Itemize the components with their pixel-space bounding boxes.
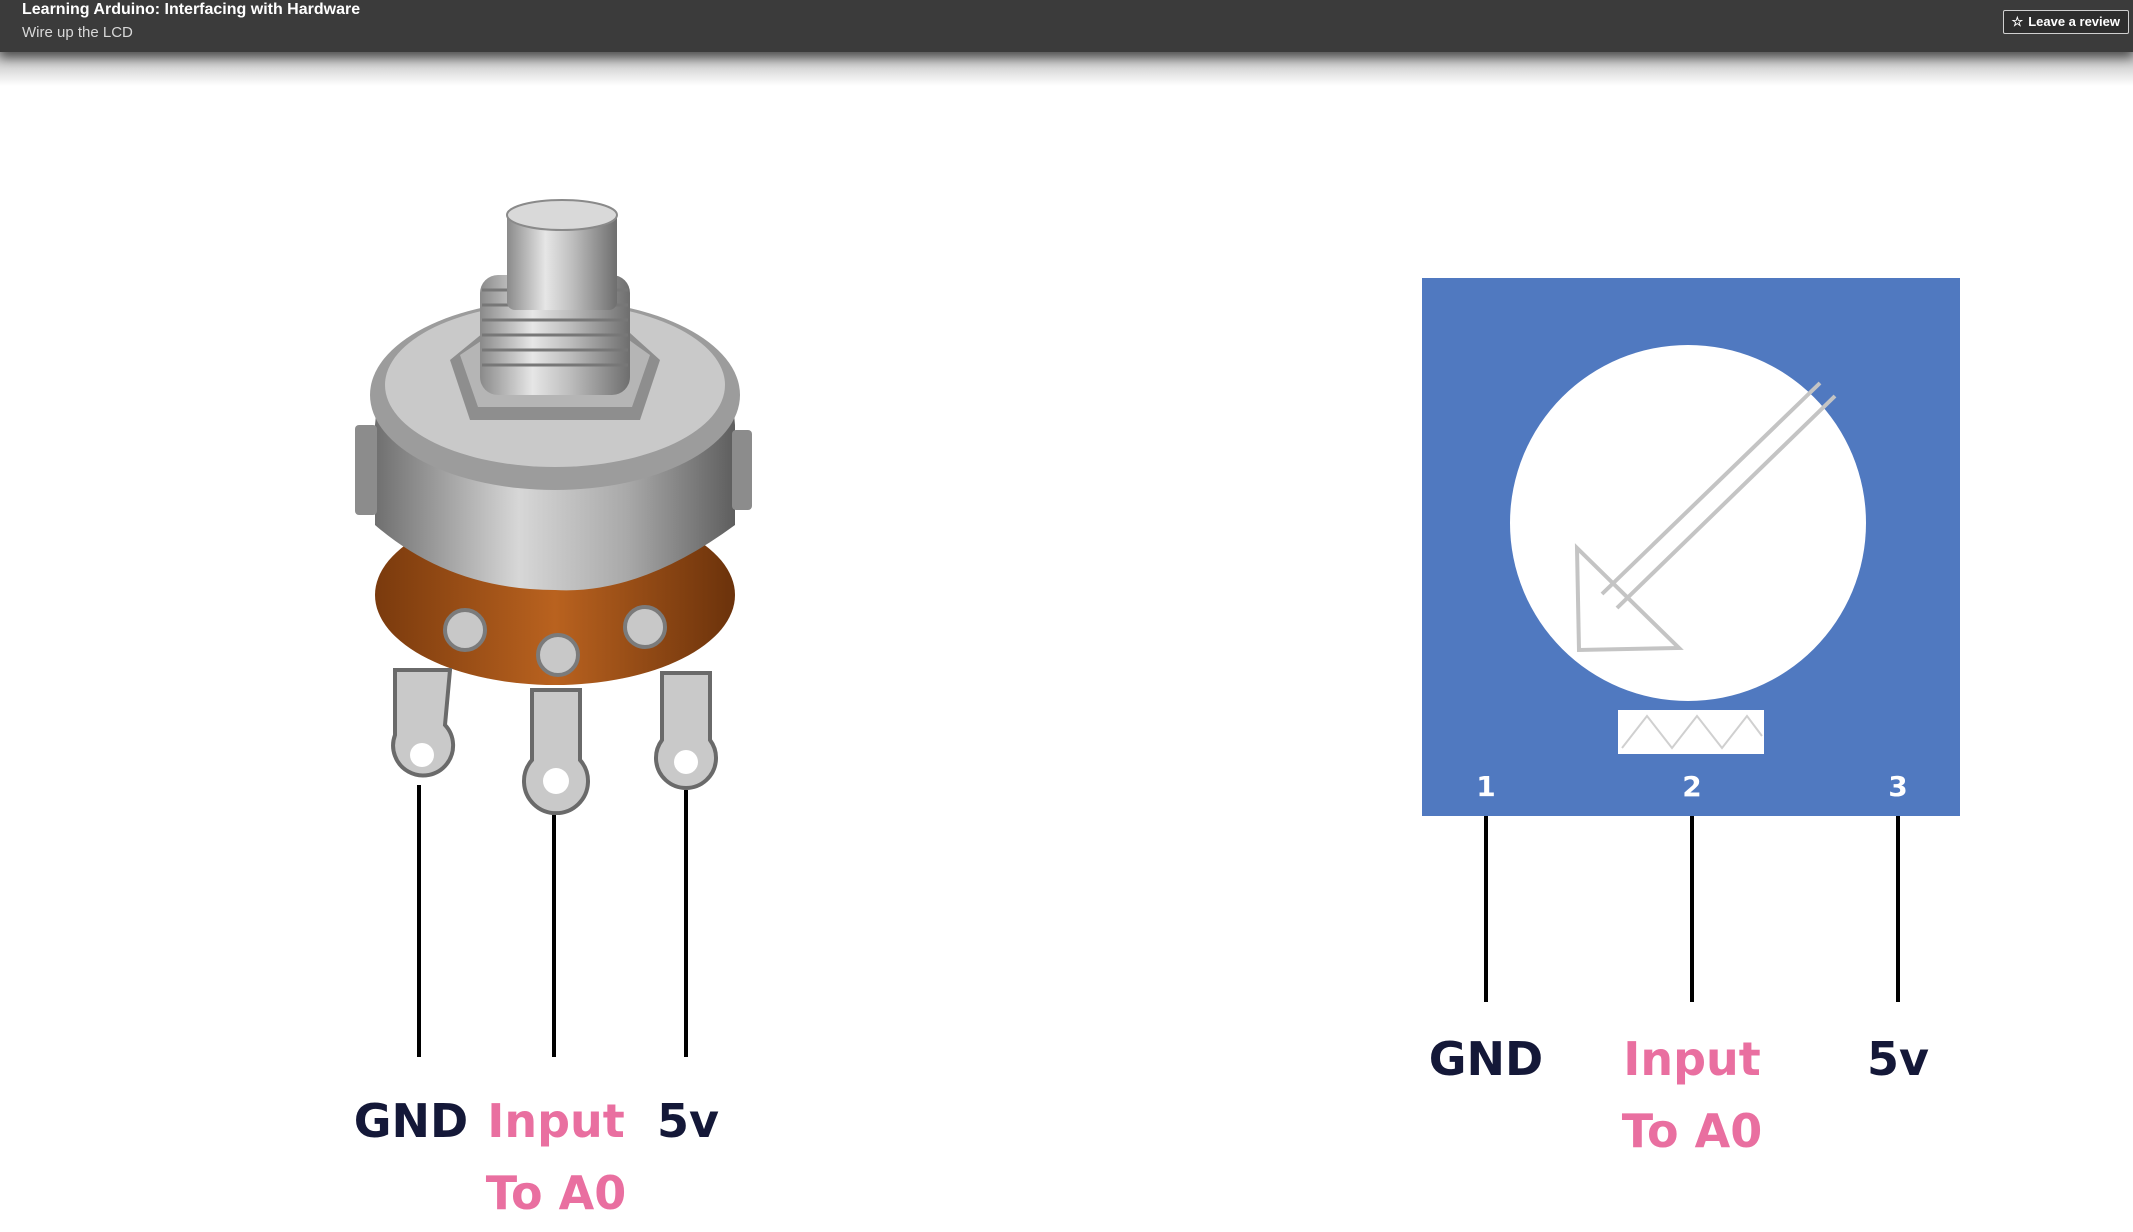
- potentiometer-photo: [355, 199, 752, 815]
- schematic-label-5v: 5v: [1867, 1032, 1929, 1086]
- lesson-title: Wire up the LCD: [22, 24, 133, 41]
- leave-review-label: Leave a review: [2028, 14, 2120, 29]
- photo-label-5v: 5v: [657, 1094, 719, 1148]
- photo-label-to-a0: To A0: [485, 1166, 627, 1220]
- photo-wire-gnd: [417, 785, 421, 1057]
- photo-label-input: Input: [487, 1094, 625, 1148]
- course-title: Learning Arduino: Interfacing with Hardw…: [22, 1, 361, 18]
- pin-number-3: 3: [1888, 770, 1908, 803]
- star-outline-icon: ☆: [2011, 14, 2024, 29]
- video-title-bar: Learning Arduino: Interfacing with Hardw…: [0, 0, 2133, 52]
- leave-review-button[interactable]: ☆ Leave a review: [2002, 10, 2129, 34]
- photo-wire-input: [552, 815, 556, 1057]
- photo-label-gnd: GND: [353, 1094, 469, 1148]
- pin-number-1: 1: [1476, 770, 1496, 803]
- schematic-label-gnd: GND: [1428, 1032, 1544, 1086]
- schematic-label-to-a0: To A0: [1621, 1104, 1763, 1158]
- pin-number-2: 2: [1682, 770, 1702, 803]
- arrow-icon: [1574, 381, 1837, 653]
- schematic-wire-1: [1484, 816, 1488, 1002]
- schematic-label-input: Input: [1623, 1032, 1761, 1086]
- schematic-wire-2: [1690, 816, 1694, 1002]
- photo-wire-5v: [684, 790, 688, 1057]
- schematic-wire-3: [1896, 816, 1900, 1002]
- potentiometer-schematic: [1422, 278, 1960, 816]
- title-bar-shadow: [0, 52, 2133, 86]
